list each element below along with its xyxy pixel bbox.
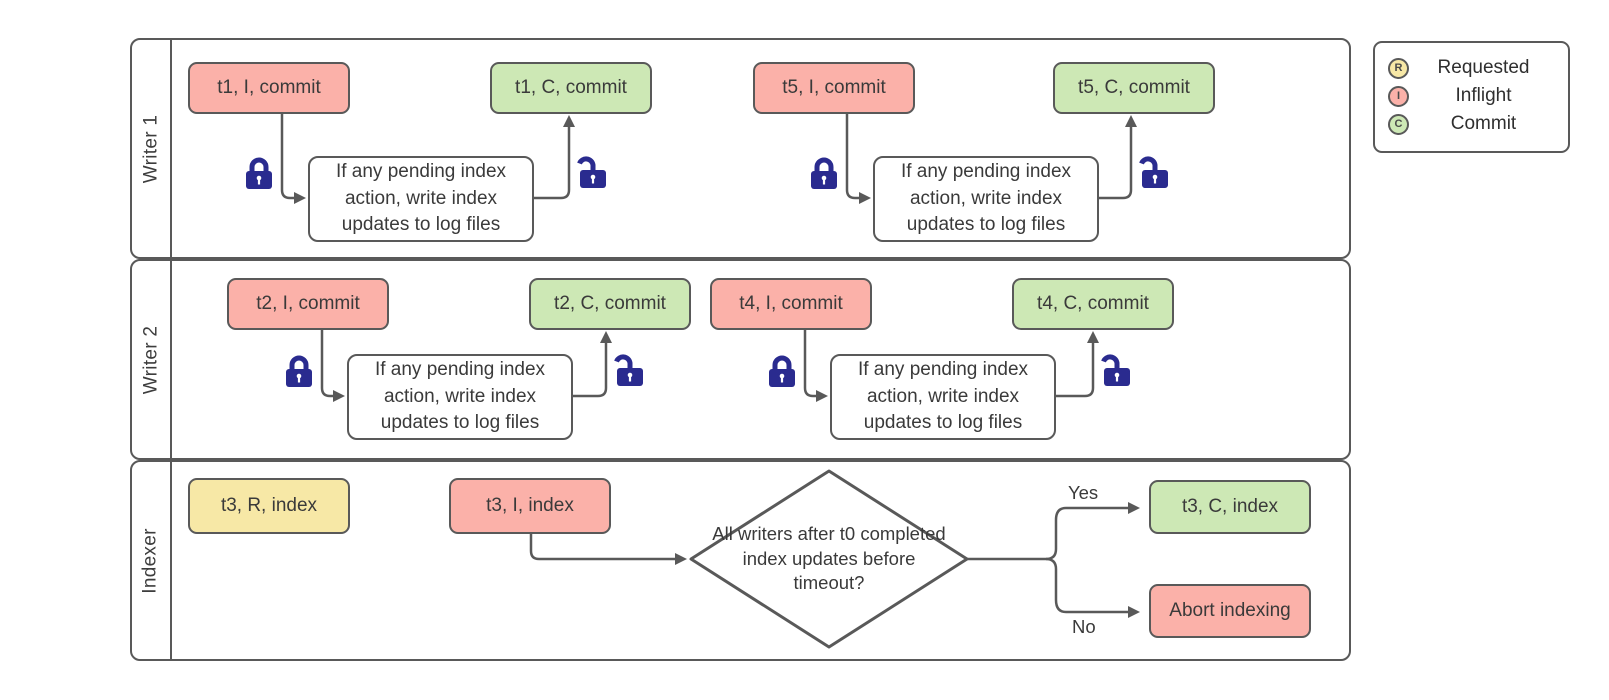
lane-writer-2-label: Writer 2 — [140, 325, 161, 394]
node-t5-process: If any pending index action, write index… — [873, 156, 1099, 242]
legend-item-inflight: I Inflight — [1375, 82, 1568, 110]
legend-label: Inflight — [1455, 85, 1512, 106]
decision-label: All writers after t0 completed index upd… — [712, 522, 946, 594]
lane-indexer-label: Indexer — [140, 527, 162, 594]
legend-item-commit: C Commit — [1375, 110, 1568, 138]
no-branch-label: No — [1072, 616, 1096, 637]
node-t3-inflight: t3, I, index — [449, 478, 611, 534]
lane-indexer-header: Indexer — [132, 462, 172, 659]
legend: R Requested I Inflight C Commit — [1373, 41, 1570, 153]
requested-state-icon: R — [1388, 57, 1409, 79]
node-t3-commit: t3, C, index — [1149, 480, 1311, 534]
node-abort-indexing: Abort indexing — [1149, 584, 1311, 638]
legend-label: Requested — [1437, 57, 1530, 78]
node-t1-commit: t1, C, commit — [490, 62, 652, 114]
node-t2-commit: t2, C, commit — [529, 278, 691, 330]
lane-writer-1-header: Writer 1 — [132, 40, 172, 257]
node-t2-inflight: t2, I, commit — [227, 278, 389, 330]
lane-writer-2-header: Writer 2 — [132, 261, 172, 458]
node-t5-commit: t5, C, commit — [1053, 62, 1215, 114]
node-t4-inflight: t4, I, commit — [710, 278, 872, 330]
node-t5-inflight: t5, I, commit — [753, 62, 915, 114]
node-t2-process: If any pending index action, write index… — [347, 354, 573, 440]
node-t1-process: If any pending index action, write index… — [308, 156, 534, 242]
node-t1-inflight: t1, I, commit — [188, 62, 350, 114]
node-t4-commit: t4, C, commit — [1012, 278, 1174, 330]
legend-item-requested: R Requested — [1375, 54, 1568, 82]
lane-writer-1-label: Writer 1 — [140, 114, 161, 183]
legend-label: Commit — [1450, 113, 1517, 134]
inflight-state-icon: I — [1388, 85, 1409, 107]
yes-branch-label: Yes — [1068, 482, 1099, 503]
node-t4-process: If any pending index action, write index… — [830, 354, 1056, 440]
node-t3-requested: t3, R, index — [188, 478, 350, 534]
commit-state-icon: C — [1388, 113, 1409, 135]
